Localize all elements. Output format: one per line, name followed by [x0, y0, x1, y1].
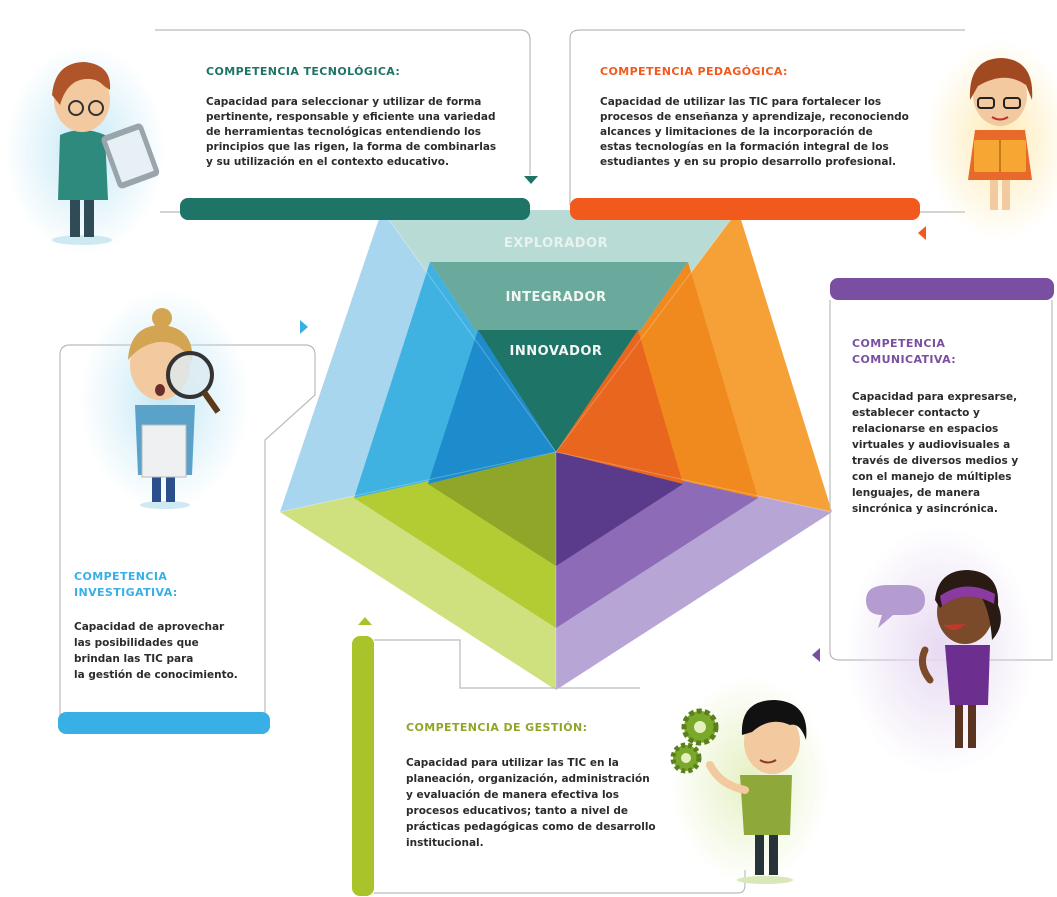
level-innovador: INNOVADOR [509, 344, 603, 359]
comunicativa-line-3: relacionarse en espacios [852, 423, 999, 435]
tecnologica-arrow [524, 176, 538, 184]
investigativa-line-1: Capacidad de aprovechar [74, 621, 225, 633]
gestion-line-4: procesos educativos; tanto a nivel de [406, 805, 628, 817]
investigativa-inner [428, 330, 556, 484]
comunicativa-line-5: través de diversos medios y [852, 455, 1019, 467]
woman-talking-illustration [845, 525, 1035, 775]
gestion-line-6: institucional. [406, 837, 484, 849]
level-integrador: INTEGRADOR [505, 290, 607, 305]
comunicativa-line-7: lenguajes, de manera [852, 487, 981, 499]
woman-with-book-illustration [925, 40, 1057, 240]
investigativa-title-1: COMPETENCIA [74, 570, 168, 583]
comunicativa-line-1: Capacidad para expresarse, [852, 391, 1018, 403]
comunicativa-bar [830, 278, 1054, 300]
tecnologica-line-4: principios que las rigen, la forma de co… [206, 141, 497, 153]
comunicativa-inner [556, 452, 683, 566]
gestion-card-border [374, 639, 746, 894]
comunicativa-title-2: COMUNICATIVA: [852, 353, 957, 366]
investigativa-line-2: las posibilidades que [74, 637, 199, 649]
comunicativa-line-2: establecer contacto y [852, 407, 980, 419]
pedagogica-bar [570, 198, 920, 220]
girl-with-magnifier-illustration [80, 290, 250, 510]
pedagogica-arrow [918, 226, 926, 240]
comunicativa-line-8: sincrónica y asincrónica. [852, 503, 998, 515]
tecnologica-title: COMPETENCIA TECNOLÓGICA: [206, 65, 401, 78]
tecnologica-inner [478, 330, 638, 452]
tecnologica-line-2: pertinente, responsable y eficiente una … [206, 111, 496, 123]
pedagogica-line-2: procesos de enseñanza y aprendizaje, rec… [600, 111, 909, 123]
investigativa-line-4: la gestión de conocimiento. [74, 669, 238, 681]
pedagogica-line-3: alcances y limitaciones de la incorporac… [600, 126, 873, 138]
pedagogica-inner [556, 330, 683, 484]
gear-icon [670, 708, 719, 774]
gestion-line-2: planeación, organización, administración [406, 773, 650, 785]
boy-with-gears-illustration [670, 675, 830, 885]
comunicativa-card-border [829, 300, 1053, 661]
pedagogica-line-1: Capacidad de utilizar las TIC para forta… [600, 96, 882, 108]
gestion-line-1: Capacidad para utilizar las TIC en la [406, 757, 619, 769]
tecnologica-line-5: y su utilización en el contexto educativ… [206, 156, 449, 168]
investigativa-title-2: INVESTIGATIVA: [74, 586, 178, 599]
investigativa-card-border [59, 344, 316, 725]
comunicativa-arrow [812, 648, 820, 662]
gestion-bar [352, 636, 374, 896]
pedagogica-line-5: estudiantes y en su propio desarrollo pr… [600, 156, 897, 168]
comunicativa-line-6: con el manejo de múltiples [852, 471, 1012, 483]
comunicativa-title-1: COMPETENCIA [852, 337, 946, 350]
speech-bubble-icon [866, 585, 925, 628]
pedagogica-card-border [569, 29, 965, 205]
gestion-line-5: prácticas pedagógicas como de desarrollo [406, 821, 656, 833]
pedagogica-line-4: estas tecnologías en la formación integr… [600, 141, 889, 153]
level-explorador: EXPLORADOR [503, 236, 609, 251]
tecnologica-line-3: de herramientas tecnológicas entendiendo… [206, 126, 482, 138]
gestion-inner [428, 452, 556, 566]
investigativa-line-3: brindan las TIC para [74, 653, 194, 665]
man-with-tablet-illustration [5, 45, 165, 255]
pedagogica-title: COMPETENCIA PEDAGÓGICA: [600, 65, 788, 78]
gestion-line-3: y evaluación de manera efectiva los [406, 789, 620, 801]
gestion-title: COMPETENCIA DE GESTIÓN: [406, 721, 588, 734]
investigativa-bar [58, 712, 270, 734]
tecnologica-card-border [155, 29, 531, 175]
tecnologica-line-1: Capacidad para seleccionar y utilizar de… [206, 96, 482, 108]
tecnologica-bar [180, 198, 530, 220]
comunicativa-line-4: virtuales y audiovisuales a [852, 439, 1011, 451]
gestion-arrow [358, 617, 372, 625]
investigativa-arrow [300, 320, 308, 334]
